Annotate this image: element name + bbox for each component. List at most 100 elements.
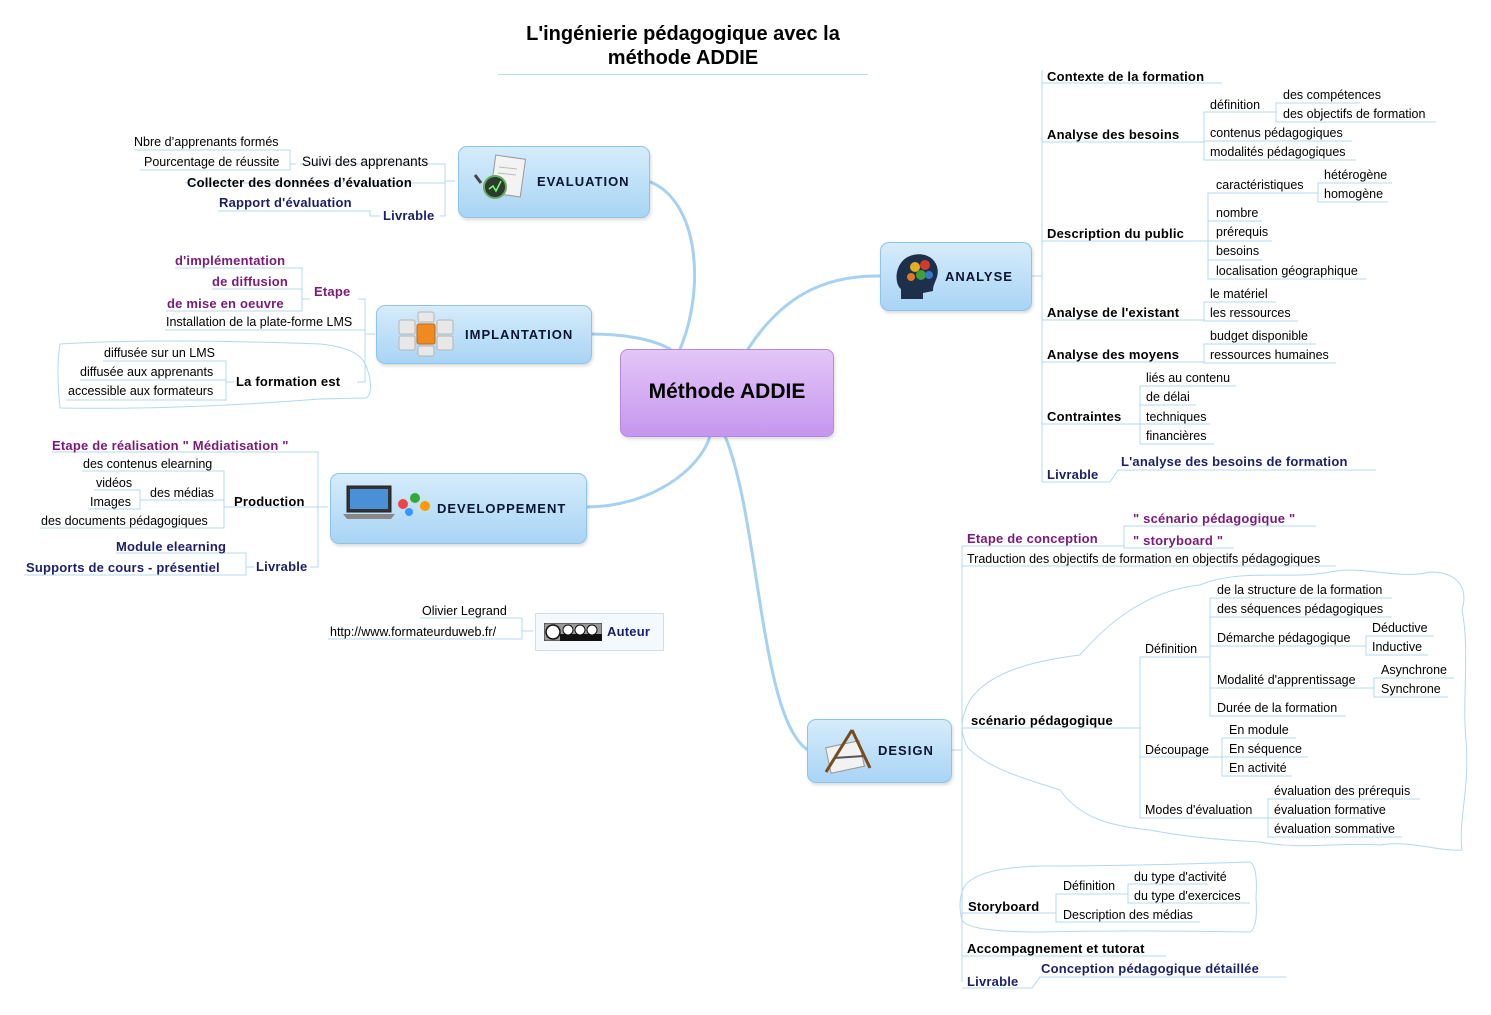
lies-au-contenu[interactable]: liés au contenu — [1146, 371, 1231, 385]
asynchrone[interactable]: Asynchrone — [1381, 663, 1448, 677]
etape-scenario[interactable]: " scénario pédagogique " — [1133, 511, 1296, 526]
structure-formation[interactable]: de la structure de la formation — [1217, 583, 1383, 597]
author-name[interactable]: Olivier Legrand — [422, 604, 507, 618]
etape-conception[interactable]: Etape de conception — [967, 531, 1098, 546]
diffusee-lms[interactable]: diffusée sur un LMS — [104, 346, 215, 360]
suivi-apprenants[interactable]: Suivi des apprenants — [302, 154, 429, 169]
public-nombre[interactable]: nombre — [1216, 206, 1259, 220]
etape-mise-en-oeuvre[interactable]: de mise en oeuvre — [167, 296, 284, 311]
le-materiel[interactable]: le matériel — [1210, 287, 1268, 301]
etape-storyboard[interactable]: " storyboard " — [1133, 533, 1224, 548]
contenus-elearning[interactable]: des contenus elearning — [83, 457, 213, 471]
etape-implementation[interactable]: d'implémentation — [175, 253, 286, 268]
contexte-formation[interactable]: Contexte de la formation — [1047, 69, 1205, 84]
storyboard[interactable]: Storyboard — [968, 899, 1040, 914]
synchrone[interactable]: Synchrone — [1381, 682, 1441, 696]
media-devices-icon — [343, 485, 430, 519]
decoupage[interactable]: Découpage — [1145, 743, 1209, 757]
pourcentage-reussite[interactable]: Pourcentage de réussite — [144, 155, 280, 169]
evaluation-prerequis[interactable]: évaluation des prérequis — [1274, 784, 1411, 798]
des-competences[interactable]: des compétences — [1283, 88, 1381, 102]
objectifs-formation[interactable]: des objectifs de formation — [1283, 107, 1426, 121]
techniques[interactable]: techniques — [1146, 410, 1207, 424]
documents-pedagogiques[interactable]: des documents pédagogiques — [41, 514, 208, 528]
en-sequence[interactable]: En séquence — [1229, 742, 1302, 756]
accompagnement-tutorat[interactable]: Accompagnement et tutorat — [967, 941, 1145, 956]
contenus-pedagogiques[interactable]: contenus pédagogiques — [1210, 126, 1343, 140]
author-node[interactable]: Auteur — [535, 613, 664, 651]
central-node[interactable]: Méthode ADDIE — [620, 349, 834, 437]
formation-est[interactable]: La formation est — [236, 374, 341, 389]
demarche-pedagogique[interactable]: Démarche pédagogique — [1217, 631, 1351, 645]
images[interactable]: Images — [90, 495, 131, 509]
description-public[interactable]: Description du public — [1047, 226, 1185, 241]
inductive[interactable]: Inductive — [1372, 640, 1423, 654]
analyse-besoins[interactable]: Analyse des besoins — [1047, 127, 1180, 142]
nbre-apprenants[interactable]: Nbre d’apprenants formés — [134, 135, 279, 149]
analyse-livrable[interactable]: Livrable — [1047, 467, 1099, 482]
implantation-node[interactable]: IMPLANTATION — [376, 305, 592, 364]
financieres[interactable]: financières — [1146, 429, 1207, 443]
module-elearning[interactable]: Module elearning — [116, 539, 227, 554]
accessible-formateurs[interactable]: accessible aux formateurs — [68, 384, 214, 398]
heterogene[interactable]: hétérogène — [1324, 168, 1388, 182]
traduction-objectifs[interactable]: Traduction des objectifs de formation en… — [967, 552, 1321, 566]
diffusee-apprenants[interactable]: diffusée aux apprenants — [80, 365, 214, 379]
duree-formation[interactable]: Durée de la formation — [1217, 701, 1338, 715]
author-url[interactable]: http://www.formateurduweb.fr/ — [330, 625, 497, 639]
modes-evaluation[interactable]: Modes d'évaluation — [1145, 803, 1253, 817]
localisation[interactable]: localisation géographique — [1216, 264, 1358, 278]
public-prerequis[interactable]: prérequis — [1216, 225, 1269, 239]
videos[interactable]: vidéos — [96, 476, 133, 490]
scenario-pedagogique[interactable]: scénario pédagogique — [971, 713, 1113, 728]
sequences-pedagogiques[interactable]: des séquences pédagogiques — [1217, 602, 1384, 616]
type-exercices[interactable]: du type d'exercices — [1134, 889, 1241, 903]
modalites-pedagogiques[interactable]: modalités pédagogiques — [1210, 145, 1346, 159]
etape-realisation[interactable]: Etape de réalisation " Médiatisation " — [52, 438, 289, 453]
evaluation-node[interactable]: EVALUATION — [458, 146, 650, 218]
design-livrable[interactable]: Livrable — [967, 974, 1019, 989]
type-activite[interactable]: du type d'activité — [1134, 870, 1227, 884]
collecter-donnees[interactable]: Collecter des données d’évaluation — [187, 175, 412, 190]
evaluation-livrable[interactable]: Livrable — [383, 208, 435, 223]
analyse-moyens[interactable]: Analyse des moyens — [1047, 347, 1180, 362]
des-medias[interactable]: des médias — [150, 486, 214, 500]
deductive[interactable]: Déductive — [1372, 621, 1428, 635]
homogene[interactable]: homogène — [1324, 187, 1384, 201]
caracteristiques[interactable]: caractéristiques — [1216, 178, 1304, 192]
design-label: DESIGN — [878, 743, 934, 758]
evaluation-formative[interactable]: évaluation formative — [1274, 803, 1386, 817]
public-besoins[interactable]: besoins — [1216, 244, 1260, 258]
developpement-label: DEVELOPPEMENT — [437, 501, 567, 516]
analyse-node[interactable]: ANALYSE — [880, 242, 1032, 311]
installation-lms[interactable]: Installation de la plate-forme LMS — [166, 315, 353, 329]
en-module[interactable]: En module — [1229, 723, 1289, 737]
en-activite[interactable]: En activité — [1229, 761, 1287, 775]
conception-detaillee[interactable]: Conception pédagogique détaillée — [1041, 961, 1260, 976]
les-ressources[interactable]: les ressources — [1210, 306, 1291, 320]
design-node[interactable]: DESIGN — [807, 719, 952, 783]
analyse-label: ANALYSE — [945, 269, 1013, 284]
analyse-existant[interactable]: Analyse de l'existant — [1047, 305, 1180, 320]
production[interactable]: Production — [234, 494, 305, 509]
author-label: Auteur — [607, 624, 651, 639]
analyse-besoins-formation[interactable]: L'analyse des besoins de formation — [1121, 454, 1348, 469]
evaluation-sommative[interactable]: évaluation sommative — [1274, 822, 1395, 836]
scenario-definition[interactable]: Définition — [1145, 642, 1198, 656]
modalite-apprentissage[interactable]: Modalité d'apprentissage — [1217, 673, 1356, 687]
ressources-humaines[interactable]: ressources humaines — [1210, 348, 1329, 362]
de-delai[interactable]: de délai — [1146, 390, 1190, 404]
developpement-livrable[interactable]: Livrable — [256, 559, 308, 574]
implantation-etape[interactable]: Etape — [314, 284, 351, 299]
puzzle-icon — [398, 311, 454, 357]
storyboard-definition[interactable]: Définition — [1063, 879, 1116, 893]
rapport-evaluation[interactable]: Rapport d'évaluation — [219, 195, 352, 210]
budget-disponible[interactable]: budget disponible — [1210, 329, 1308, 343]
supports-cours[interactable]: Supports de cours - présentiel — [26, 560, 220, 575]
etape-diffusion[interactable]: de diffusion — [212, 274, 289, 289]
developpement-node[interactable]: DEVELOPPEMENT — [330, 473, 587, 544]
description-medias[interactable]: Description des médias — [1063, 908, 1193, 922]
besoins-definition[interactable]: définition — [1210, 98, 1261, 112]
contraintes[interactable]: Contraintes — [1047, 409, 1122, 424]
